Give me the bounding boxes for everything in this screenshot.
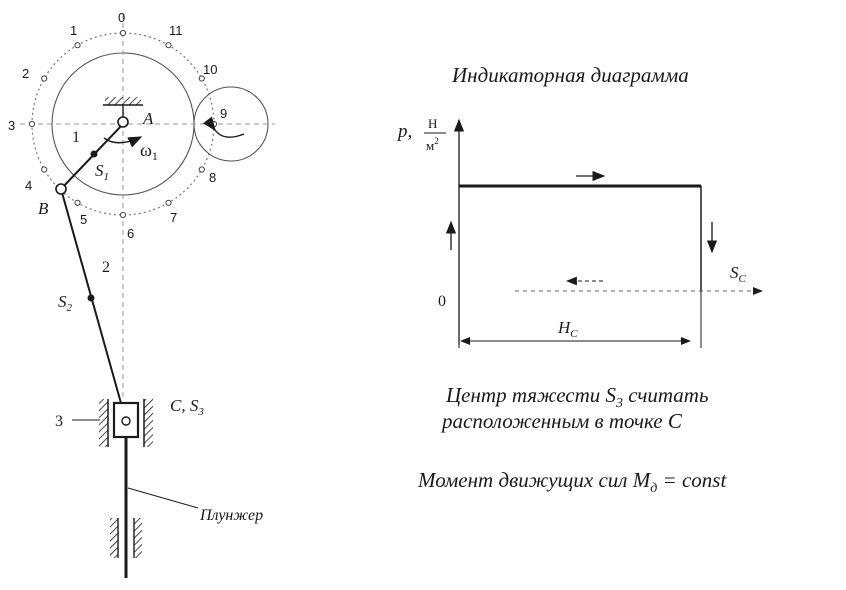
joint-c xyxy=(121,416,131,426)
sc-label: SC xyxy=(730,263,747,285)
origin-zero: 0 xyxy=(438,293,446,310)
link-2-connecting-rod xyxy=(60,188,127,422)
position-marker-5 xyxy=(74,199,81,206)
unit-den-main: м xyxy=(426,138,434,153)
note-3a: Момент движущих сил xyxy=(417,468,633,492)
label-plunger: Плунжер xyxy=(199,507,263,524)
pos-label-2: 2 xyxy=(22,66,29,81)
position-markers xyxy=(28,29,218,219)
position-marker-7 xyxy=(165,199,172,206)
notes: Центр тяжести S3 считать расположенным в… xyxy=(417,383,727,496)
label-c-s3-sub: 3 xyxy=(197,406,204,418)
position-marker-8 xyxy=(198,166,205,173)
note-3c: д xyxy=(650,481,657,496)
p-axis-label: p, xyxy=(396,121,412,142)
plunger-leader xyxy=(127,487,199,509)
unit-numerator: Н xyxy=(428,116,437,131)
note-1b: S xyxy=(606,383,617,407)
position-labels: 0 1 2 3 4 5 6 7 8 9 10 11 xyxy=(8,10,227,241)
label-omega: ω1 xyxy=(140,140,158,163)
hc-main: H xyxy=(557,318,572,337)
label-s1: S1 xyxy=(95,161,109,183)
note-3d: = const xyxy=(657,468,727,492)
note-line-3: Момент движущих сил Mд = const xyxy=(417,468,727,496)
centre-mass-s2 xyxy=(87,294,95,302)
joint-a xyxy=(117,116,129,128)
guide-right-upper xyxy=(144,399,153,447)
sc-sub: C xyxy=(739,273,747,285)
position-marker-2 xyxy=(41,75,48,82)
guide-right-lower xyxy=(134,518,142,558)
note-1c: 3 xyxy=(615,396,623,411)
note-3b: M xyxy=(632,468,652,492)
position-marker-3 xyxy=(28,120,36,128)
hc-sub: C xyxy=(570,328,578,340)
position-marker-1 xyxy=(74,42,81,49)
pos-label-5: 5 xyxy=(80,212,87,227)
note-line-1: Центр тяжести S3 считать xyxy=(445,383,709,411)
label-s2: S2 xyxy=(58,292,73,314)
pos-label-6: 6 xyxy=(127,226,134,241)
pos-label-0: 0 xyxy=(118,10,125,25)
label-joint-a: A xyxy=(142,109,154,128)
pos-label-1: 1 xyxy=(70,23,77,38)
label-omega-main: ω xyxy=(140,140,152,160)
indicator-title: Индикаторная диаграмма xyxy=(451,63,689,87)
pinion-rotation-arrow xyxy=(202,116,245,138)
indicator-diagram: Индикаторная диаграмма p, Н м2 0 SC HC xyxy=(396,63,763,348)
label-s2-sub: 2 xyxy=(67,302,73,314)
label-joint-b: B xyxy=(38,199,49,218)
pos-label-10: 10 xyxy=(203,62,217,77)
label-s1-sub: 1 xyxy=(104,171,110,183)
position-marker-11 xyxy=(165,42,172,49)
label-omega-sub: 1 xyxy=(152,149,158,163)
note-1a: Центр тяжести xyxy=(445,383,606,407)
label-link-1: 1 xyxy=(72,129,80,146)
omega-rotation-arrow xyxy=(103,136,143,148)
note-line-2: расположенным в точке С xyxy=(440,409,683,433)
label-link-3: 3 xyxy=(55,413,63,430)
pos-label-3: 3 xyxy=(8,118,15,133)
crank-mechanism: 0 1 2 3 4 5 6 7 8 9 10 11 xyxy=(8,10,275,578)
label-c-s3-main: C, S xyxy=(170,396,199,415)
pos-label-9: 9 xyxy=(220,106,227,121)
hc-label: HC xyxy=(557,318,578,340)
position-marker-10 xyxy=(198,75,205,82)
unit-den-exp: 2 xyxy=(434,136,439,146)
label-s1-main: S xyxy=(95,161,104,180)
position-marker-6 xyxy=(119,211,127,219)
guide-left-lower xyxy=(110,518,118,558)
centre-mass-s1 xyxy=(90,150,98,158)
position-marker-9 xyxy=(210,120,218,128)
pos-label-4: 4 xyxy=(25,178,32,193)
unit-denominator: м2 xyxy=(426,136,439,153)
label-link-2: 2 xyxy=(102,259,110,276)
ground-support-a xyxy=(105,97,141,105)
guide-left-upper xyxy=(99,399,108,447)
position-marker-4 xyxy=(41,166,48,173)
pos-label-11: 11 xyxy=(169,23,183,38)
sc-main: S xyxy=(730,263,739,282)
label-c-s3: C, S3 xyxy=(170,396,204,418)
note-1d: считать xyxy=(623,383,708,407)
label-s2-main: S xyxy=(58,292,67,311)
pos-label-8: 8 xyxy=(209,170,216,185)
position-marker-0 xyxy=(119,29,127,37)
joint-b xyxy=(55,183,67,195)
pos-label-7: 7 xyxy=(170,210,177,225)
